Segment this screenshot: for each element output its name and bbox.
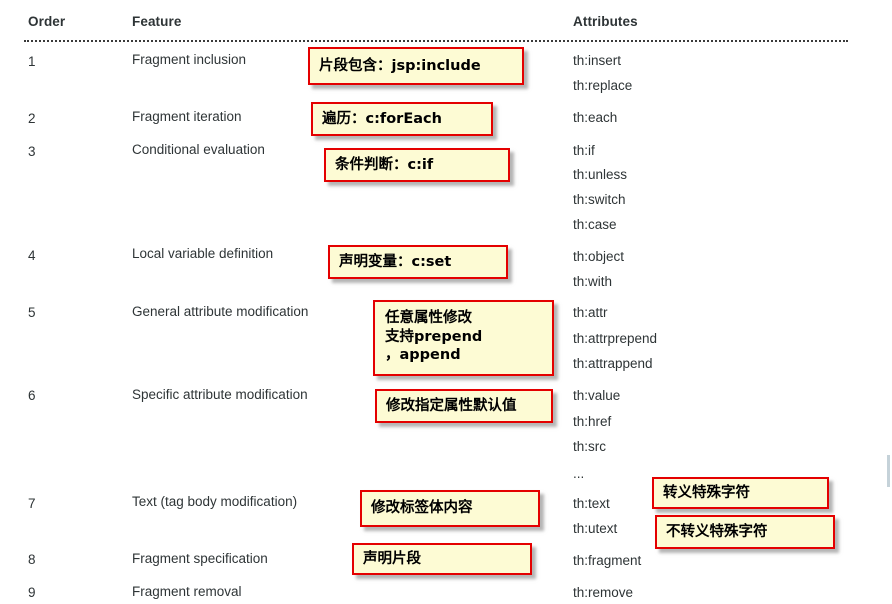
- table-row: th:object: [573, 249, 625, 264]
- table-row: th:attrappend: [573, 356, 653, 371]
- table-row: th:attr: [573, 305, 608, 320]
- column-header-order: Order: [28, 14, 66, 29]
- table-row: th:href: [573, 414, 612, 429]
- annotation-fragment-specification: 声明片段: [352, 543, 532, 575]
- annotation-text: 修改指定属性默认值: [386, 397, 517, 414]
- table-row: 9: [28, 585, 36, 600]
- table-row: Fragment iteration: [132, 109, 242, 124]
- table-row: 1: [28, 54, 36, 69]
- table-row: th:unless: [573, 167, 628, 182]
- table-row: th:switch: [573, 192, 626, 207]
- table-row: th:case: [573, 217, 617, 232]
- table-row: Fragment removal: [132, 584, 242, 599]
- annotation-general-attribute: 任意属性修改 支持prepend ，append: [373, 300, 554, 376]
- annotation-conditional-evaluation: 条件判断：c:if: [324, 148, 510, 182]
- table-row: th:value: [573, 388, 621, 403]
- column-header-feature: Feature: [132, 14, 182, 29]
- annotation-text: 转义特殊字符: [663, 484, 750, 501]
- table-row: General attribute modification: [132, 304, 309, 319]
- annotation-text: 遍历：c:forEach: [322, 110, 442, 127]
- table-row: ...: [573, 466, 585, 481]
- table-row: th:remove: [573, 585, 634, 600]
- annotation-fragment-inclusion: 片段包含：jsp:include: [308, 47, 524, 85]
- annotation-text: 任意属性修改: [385, 310, 472, 326]
- table-row: 7: [28, 496, 36, 511]
- annotation-text: 修改标签体内容: [371, 500, 473, 517]
- table-row: th:text: [573, 496, 610, 511]
- annotation-text: 支持prepend: [385, 328, 483, 345]
- annotation-text: 声明片段: [363, 550, 421, 567]
- table-row: 3: [28, 144, 36, 159]
- table-row: 4: [28, 248, 36, 263]
- annotation-text-body: 修改标签体内容: [360, 490, 540, 527]
- table-row: 2: [28, 111, 36, 126]
- annotation-text: 片段包含：jsp:include: [319, 57, 481, 74]
- column-header-attributes: Attributes: [573, 14, 638, 29]
- table-row: Specific attribute modification: [132, 387, 308, 402]
- table-row: Conditional evaluation: [132, 142, 265, 157]
- table-row: Fragment inclusion: [132, 52, 247, 67]
- table-row: Fragment specification: [132, 551, 268, 566]
- annotation-specific-attribute: 修改指定属性默认值: [375, 389, 553, 423]
- table-row: th:with: [573, 274, 613, 289]
- annotation-text: 条件判断：c:if: [335, 156, 434, 173]
- table-row: th:each: [573, 110, 618, 125]
- table-row: th:src: [573, 439, 607, 454]
- table-row: th:fragment: [573, 553, 642, 568]
- table-row: 6: [28, 388, 36, 403]
- table-row: th:replace: [573, 78, 633, 93]
- annotation-text: 不转义特殊字符: [666, 523, 768, 540]
- header-divider: [24, 40, 848, 42]
- annotation-text: 声明变量：c:set: [339, 253, 452, 270]
- table-row: Text (tag body modification): [132, 494, 298, 509]
- annotation-escape-special-chars: 转义特殊字符: [652, 477, 829, 509]
- table-row: th:attrprepend: [573, 331, 658, 346]
- annotation-fragment-iteration: 遍历：c:forEach: [311, 102, 493, 136]
- annotation-unescape-special-chars: 不转义特殊字符: [655, 515, 835, 549]
- table-row: 8: [28, 552, 36, 567]
- table-row: th:if: [573, 143, 595, 158]
- table-row: 5: [28, 305, 36, 320]
- annotation-local-variable: 声明变量：c:set: [328, 245, 508, 279]
- table-row: th:insert: [573, 53, 622, 68]
- annotation-text: ，append: [385, 347, 461, 364]
- table-row: th:utext: [573, 521, 618, 536]
- scrollbar-sliver[interactable]: [887, 455, 890, 487]
- table-row: Local variable definition: [132, 246, 274, 261]
